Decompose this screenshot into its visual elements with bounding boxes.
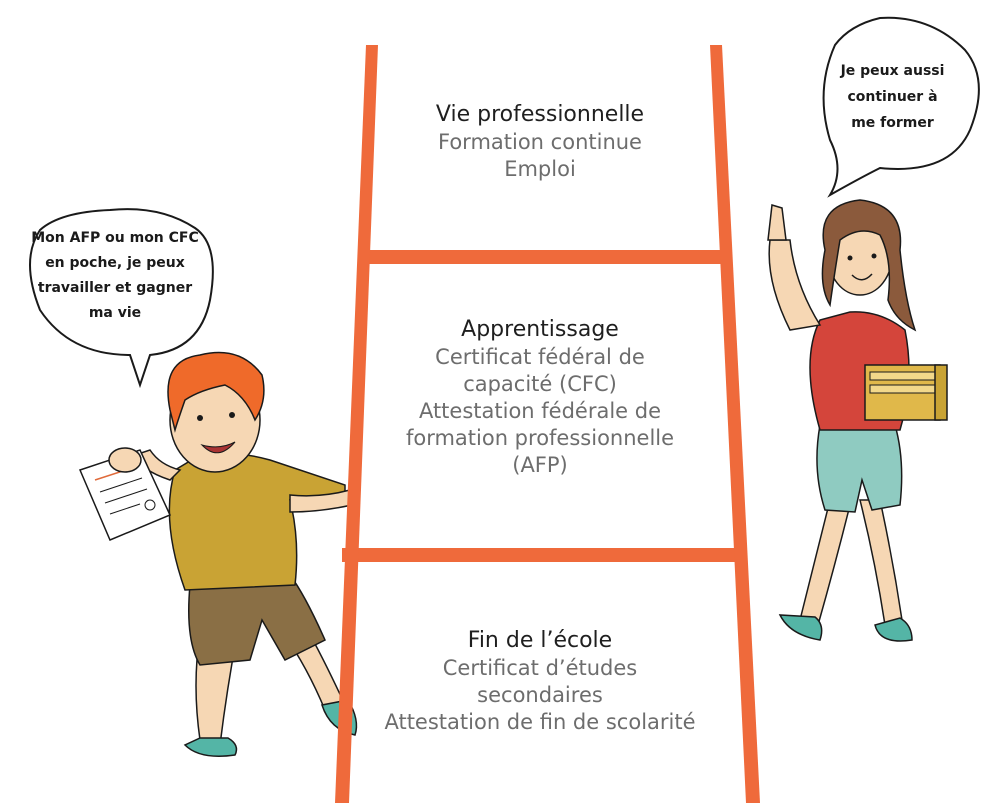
ladder <box>335 45 760 803</box>
level-line: (AFP) <box>512 453 568 477</box>
speech-line: Mon AFP ou mon CFC <box>31 230 199 246</box>
speech-line: Je peux aussi <box>840 63 945 79</box>
level-line: Emploi <box>504 157 576 181</box>
speech-bubble-left <box>29 208 214 389</box>
ladder-rail-left <box>335 45 378 803</box>
speech-text-left: Mon AFP ou mon CFC en poche, je peux tra… <box>20 226 210 326</box>
speech-line: me former <box>851 115 934 131</box>
speech-line: continuer à <box>847 89 938 105</box>
speech-line: ma vie <box>88 305 142 321</box>
boy-character <box>78 351 358 757</box>
ladder-rung-top <box>362 250 724 264</box>
girl-hair <box>821 199 917 332</box>
level-line: Attestation fédérale de <box>418 399 662 423</box>
girl-character <box>767 199 948 642</box>
level-title: Fin de l’école <box>467 628 613 653</box>
level-line: Certificat fédéral de <box>435 345 645 369</box>
level-line: Certificat d’études <box>442 656 638 680</box>
ladder-level-middle: Apprentissage Certificat fédéral de capa… <box>340 316 740 479</box>
level-line: Attestation de fin de scolarité <box>384 710 696 734</box>
ladder-rung-bottom <box>342 548 742 562</box>
speech-line: en poche, je peux <box>45 255 185 271</box>
speech-text-right: Je peux aussi continuer à me former <box>820 58 965 136</box>
boy-hair <box>167 351 265 433</box>
boy-shirt <box>168 452 346 591</box>
boy-shorts <box>188 574 326 666</box>
ladder-rail-right <box>710 45 760 803</box>
level-title: Apprentissage <box>461 317 619 342</box>
level-line: formation professionnelle <box>405 426 675 450</box>
level-line: secondaires <box>477 683 603 707</box>
level-line: capacité (CFC) <box>463 372 617 396</box>
level-line: Formation continue <box>438 130 642 154</box>
ladder-level-top: Vie professionnelle Formation continue E… <box>340 101 740 183</box>
books <box>864 364 948 421</box>
level-title: Vie professionnelle <box>435 102 645 127</box>
speech-line: travailler et gagner <box>37 280 193 296</box>
ladder-level-bottom: Fin de l’école Certificat d’études secon… <box>340 627 740 736</box>
girl-shorts <box>816 424 903 513</box>
speech-bubble-right <box>822 16 980 198</box>
